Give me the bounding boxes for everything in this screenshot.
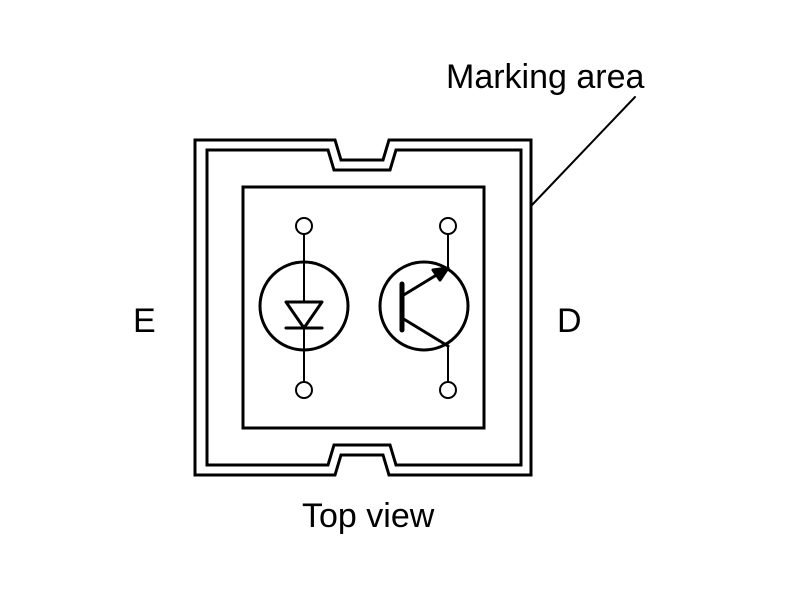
side-label-d: D xyxy=(557,302,582,340)
marking-area-label: Marking area xyxy=(446,58,645,96)
marking-area-rect xyxy=(241,185,486,430)
phototransistor-icon xyxy=(378,217,470,399)
marking-area-leader xyxy=(531,96,636,206)
inner-package-border xyxy=(205,148,523,467)
photodiode-icon xyxy=(258,217,350,399)
top-view-caption: Top view xyxy=(302,497,435,535)
side-label-e: E xyxy=(133,302,156,340)
outer-package-border xyxy=(193,138,533,477)
